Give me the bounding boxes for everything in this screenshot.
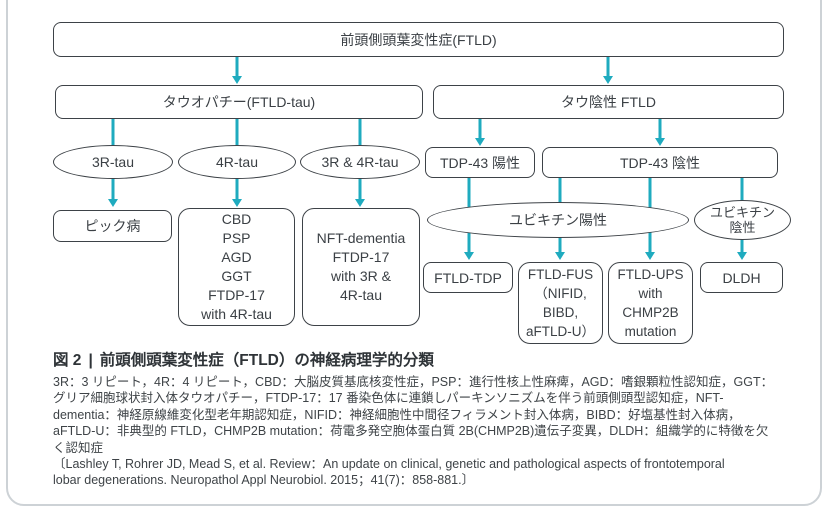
figure-card-border — [6, 0, 822, 506]
legend-line: 3R：3 リピート，4R：4 リピート，CBD：大脳皮質基底核変性症，PSP：進… — [53, 375, 774, 389]
node-line: FTDP-17 — [208, 287, 265, 303]
node-ubiquitin-positive: ユビキチン陽性 — [427, 202, 689, 238]
node-line: FTLD-UPS — [617, 267, 684, 282]
node-tauopathy: タウオパチー(FTLD-tau) — [55, 85, 423, 119]
node-line: with 3R & — [331, 268, 391, 284]
node-nft-dementia: NFT-dementia FTDP-17 with 3R & 4R-tau — [302, 208, 420, 326]
node-ftld-fus: FTLD-FUS （NIFID, BIBD, aFTLD-U） — [518, 262, 603, 344]
node-label: DLDH — [722, 269, 761, 286]
node-line: CHMP2B — [622, 305, 679, 320]
node-line: FTDP-17 — [332, 249, 390, 265]
node-line: GGT — [221, 268, 252, 284]
node-line: CBD — [221, 211, 252, 227]
node-line: with — [638, 286, 663, 301]
node-label: タウ陰性 FTLD — [561, 94, 656, 110]
node-dldh: DLDH — [700, 262, 783, 293]
node-label: タウオパチー(FTLD-tau) — [162, 94, 316, 110]
node-label: ユビキチン陽性 — [509, 212, 607, 228]
figure-title-text: 前頭側頭葉変性症（FTLD）の神経病理学的分類 — [99, 352, 434, 369]
node-label: 3R & 4R-tau — [321, 154, 399, 170]
node-line: （NIFID, — [534, 286, 587, 301]
node-line: BIBD, — [542, 305, 579, 320]
reference-line: 〔Lashley T, Rohrer JD, Mead S, et al. Re… — [53, 457, 725, 472]
node-label: FTLD-TDP — [434, 269, 502, 286]
node-line: aFTLD-U） — [525, 324, 595, 339]
abbreviation-legend: 3R：3 リピート，4R：4 リピート，CBD：大脳皮質基底核変性症，PSP：進… — [53, 374, 793, 489]
node-line: PSP — [222, 230, 251, 246]
node-tdp43-positive: TDP-43 陽性 — [425, 147, 535, 178]
node-label: TDP-43 陽性 — [439, 154, 521, 171]
node-label: 4R-tau — [215, 154, 259, 170]
arrow-tau-negative-to-tdp-positive — [474, 119, 486, 146]
node-ftld-tdp: FTLD-TDP — [423, 262, 513, 293]
node-cbd-group: CBD PSP AGD GGT FTDP-17 with 4R-tau — [178, 208, 295, 326]
arrow-root-to-tau-negative — [602, 57, 614, 84]
node-3r-4r-tau: 3R & 4R-tau — [300, 145, 420, 179]
node-ftld-ups: FTLD-UPS with CHMP2B mutation — [608, 262, 693, 344]
node-tdp43-negative: TDP-43 陰性 — [542, 147, 778, 178]
reference-line: lobar degenerations. Neuropathol Appl Ne… — [53, 473, 475, 488]
node-line: FTLD-FUS — [527, 267, 594, 282]
figure-title: 図 2 | 前頭側頭葉変性症（FTLD）の神経病理学的分類 — [53, 351, 793, 371]
node-line: with 4R-tau — [201, 306, 272, 322]
node-label: 3R-tau — [91, 154, 135, 170]
legend-line: aFTLD-U：非典型的 FTLD，CHMP2B mutation：荷電多発空胞… — [53, 424, 769, 439]
legend-line: dementia：神経原線維変化型老年期認知症，NIFID：神経細胞性中間径フィ… — [53, 407, 741, 422]
node-line: 陰性 — [729, 220, 756, 235]
node-label: 前頭側頭葉変性症(FTLD) — [340, 31, 497, 48]
arrow-root-to-tauopathy — [231, 57, 243, 84]
node-ftld-root: 前頭側頭葉変性症(FTLD) — [53, 22, 784, 57]
node-label: ピック病 — [84, 218, 141, 234]
node-line: AGD — [221, 249, 252, 265]
figure-caption: 図 2 | 前頭側頭葉変性症（FTLD）の神経病理学的分類 3R：3 リピート，4R… — [53, 351, 793, 489]
node-line: 4R-tau — [339, 287, 383, 303]
title-separator: | — [88, 352, 93, 369]
node-line: NFT-dementia — [316, 230, 406, 246]
node-ubiquitin-negative: ユビキチン 陰性 — [694, 200, 791, 240]
node-pick-disease: ピック病 — [53, 210, 172, 242]
node-line: ユビキチン — [709, 205, 775, 220]
figure-number: 図 2 — [53, 352, 82, 369]
node-tau-negative: タウ陰性 FTLD — [433, 85, 784, 119]
legend-line: く認知症 — [53, 440, 104, 455]
arrow-tau-negative-to-tdp-negative — [654, 119, 666, 146]
legend-line: グリア細胞球状封入体タウオパチー，FTDP-17：17 番染色体に連鎖しパーキン… — [53, 391, 724, 406]
node-4r-tau: 4R-tau — [178, 145, 296, 179]
node-3r-tau: 3R-tau — [53, 145, 173, 179]
node-line: mutation — [624, 324, 677, 339]
node-label: TDP-43 陰性 — [619, 154, 701, 171]
